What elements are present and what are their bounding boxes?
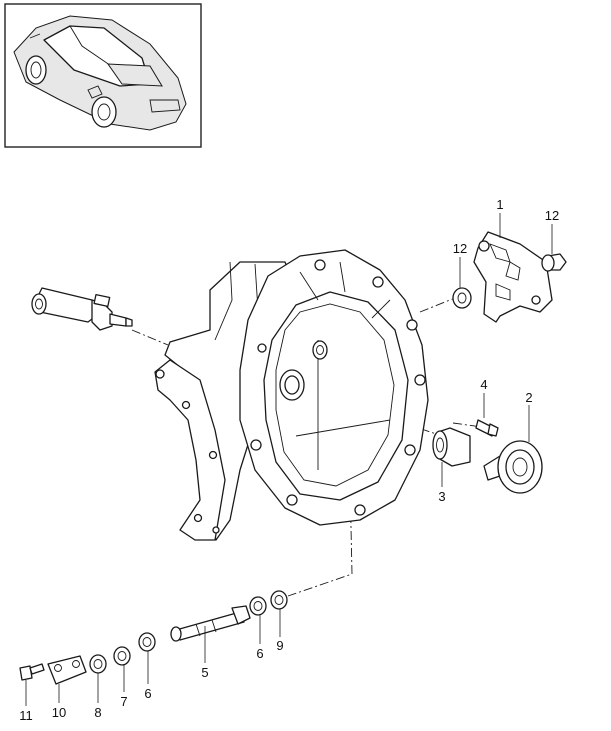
bush-left [452, 287, 472, 309]
transmission-housing [154, 249, 429, 541]
callout-2: 2 [525, 390, 532, 405]
bolt [475, 419, 499, 437]
callout-1: 1 [496, 197, 503, 212]
callout-4: 4 [480, 377, 487, 392]
bush-right [541, 253, 567, 272]
callout-3: 3 [438, 489, 445, 504]
bush-6-upper [249, 596, 267, 616]
clutch-slave-cylinder [31, 287, 133, 331]
callout-6-upper: 6 [256, 646, 263, 661]
release-fork [473, 231, 553, 323]
vehicle-thumbnail [4, 3, 202, 148]
bracket-10 [47, 655, 87, 685]
callout-7: 7 [120, 694, 127, 709]
ring-7 [113, 646, 131, 666]
bush-8 [89, 654, 107, 674]
callouts: 1 2 3 4 5 6 6 7 8 9 10 11 12 12 [19, 197, 559, 723]
callout-8: 8 [94, 705, 101, 720]
callout-11: 11 [19, 708, 33, 723]
seal-9 [270, 590, 288, 610]
callout-9: 9 [276, 638, 283, 653]
callout-12-right: 12 [545, 208, 559, 223]
callout-5: 5 [201, 665, 208, 680]
guide-sleeve [432, 427, 471, 467]
leader-lines [25, 213, 553, 706]
callout-12-left: 12 [453, 241, 467, 256]
callout-6-lower: 6 [144, 686, 151, 701]
bush-6-lower [138, 632, 156, 652]
release-bearing [483, 440, 543, 494]
pushrod [170, 605, 251, 642]
bolt-11 [19, 663, 45, 681]
car-icon [13, 15, 187, 131]
callout-10: 10 [52, 705, 66, 720]
